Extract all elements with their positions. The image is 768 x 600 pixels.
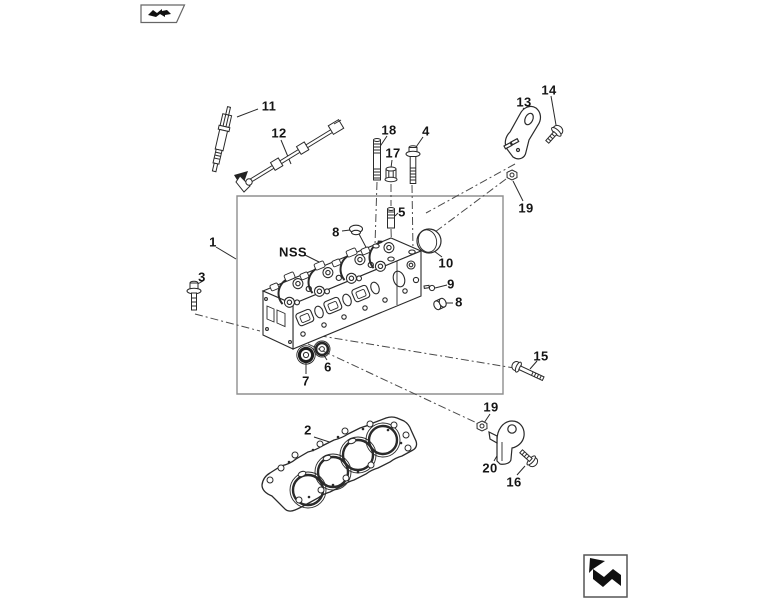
part-1-cylinder-head [263,236,421,349]
part-20-bracket [489,421,524,464]
part-15-bolt [510,359,545,383]
part-18-stud [374,139,381,181]
part-10-plug [416,228,441,254]
part-19-nut-lower [477,421,487,431]
assembly-box [237,196,503,394]
port-detail [295,261,419,336]
part-7-seal [297,346,315,364]
center-lines [195,164,515,424]
part-19-nut-upper [507,170,517,180]
part-8-cap-top [350,225,363,235]
part-6-seal [314,341,330,357]
part-14-bolt [543,123,565,146]
part-9-screw [424,285,435,290]
part-12-connector-bar [236,120,344,192]
part-8-plug-side [432,297,447,311]
page-forward-icon [583,554,628,598]
rocker-detail [268,236,401,311]
part-17-nut [385,167,397,182]
part-2-head-gasket [262,417,417,511]
part-5-stud [388,208,395,229]
part-13-bracket [504,106,540,158]
page-back-icon [140,4,186,24]
part-3-bolt [187,281,201,310]
page-back-button[interactable] [140,4,186,24]
part-11-glow-plug [209,106,248,188]
part-4-bolt [406,146,420,184]
part-16-bolt [517,447,540,469]
page-forward-button[interactable] [583,554,629,599]
